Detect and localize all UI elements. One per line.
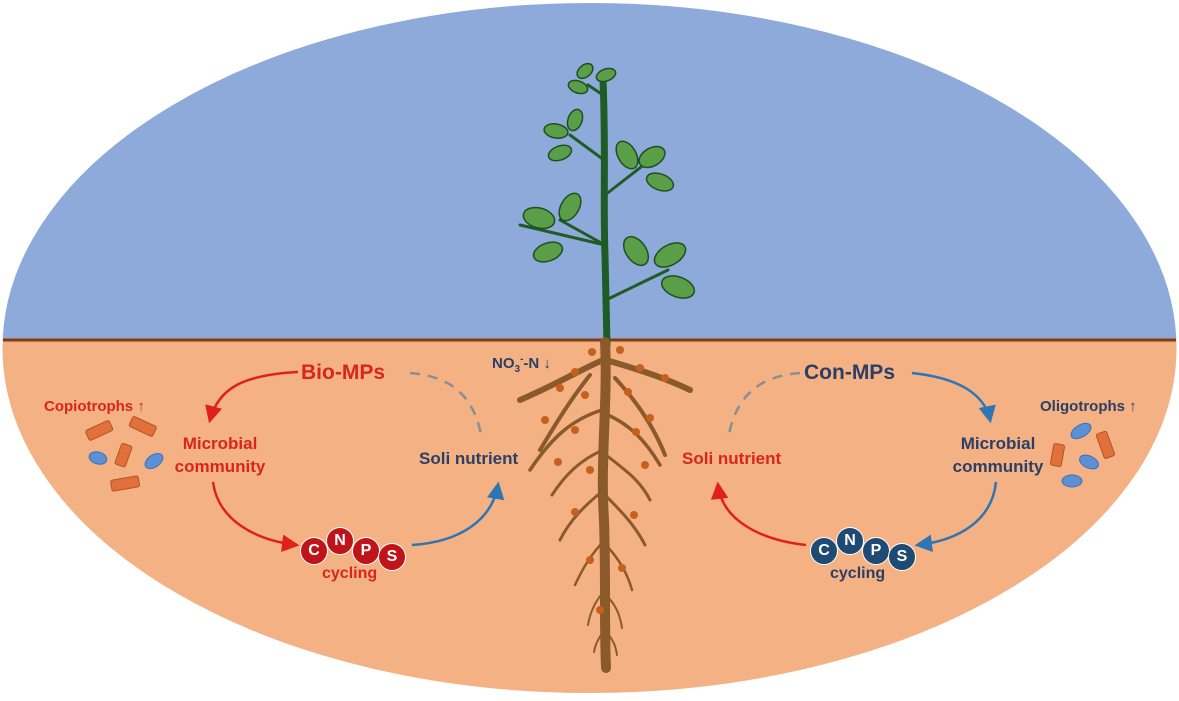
sky-region xyxy=(1,2,1178,340)
left-soil-nutrient-label: Soli nutrient xyxy=(419,449,519,468)
left-flow-arrows xyxy=(205,370,505,552)
left-cycling-label: cycling xyxy=(322,565,378,582)
right-community-line-2: community xyxy=(952,457,1044,476)
leaves xyxy=(522,62,696,299)
left-cycle-c: C xyxy=(300,537,328,565)
left-cycle-s: S xyxy=(378,543,406,571)
oligotrophs-label: Oligotrophs ↑ xyxy=(1040,398,1137,415)
bio-mps-label: Bio-MPs xyxy=(301,361,385,384)
right-cycling-label: cycling xyxy=(830,565,886,582)
left-cycle-n: N xyxy=(326,527,354,555)
nitrate-label: NO3--N ↓ xyxy=(492,355,551,375)
left-community-line-2: community xyxy=(174,457,266,476)
oligotroph-microbes xyxy=(1049,422,1116,488)
right-cycle-s: S xyxy=(888,543,916,571)
nitrate-main: NO xyxy=(492,355,515,372)
con-mps-label: Con-MPs xyxy=(804,361,895,384)
soil-region xyxy=(1,340,1178,694)
root-system xyxy=(517,337,693,673)
right-microbial-community-label: Microbial community xyxy=(938,432,1058,478)
nitrate-subscript: 3 xyxy=(514,364,521,375)
copiotrophs-label: Copiotrophs ↑ xyxy=(44,398,145,415)
right-soil-nutrient-label: Soli nutrient xyxy=(682,449,782,468)
root-nodules xyxy=(541,346,669,614)
nitrate-tail: -N ↓ xyxy=(523,355,551,372)
left-microbial-community-label: Microbial community xyxy=(170,432,270,478)
left-community-line-1: Microbial xyxy=(182,434,258,453)
right-cycle-n: N xyxy=(836,527,864,555)
left-cycle-p: P xyxy=(352,537,380,565)
right-cycle-p: P xyxy=(862,537,890,565)
nitrate-superscript: - xyxy=(520,354,524,365)
right-cycle-c: C xyxy=(810,537,838,565)
copiotroph-microbes xyxy=(85,416,164,492)
right-community-line-1: Microbial xyxy=(960,434,1036,453)
right-flow-arrows xyxy=(710,371,998,553)
